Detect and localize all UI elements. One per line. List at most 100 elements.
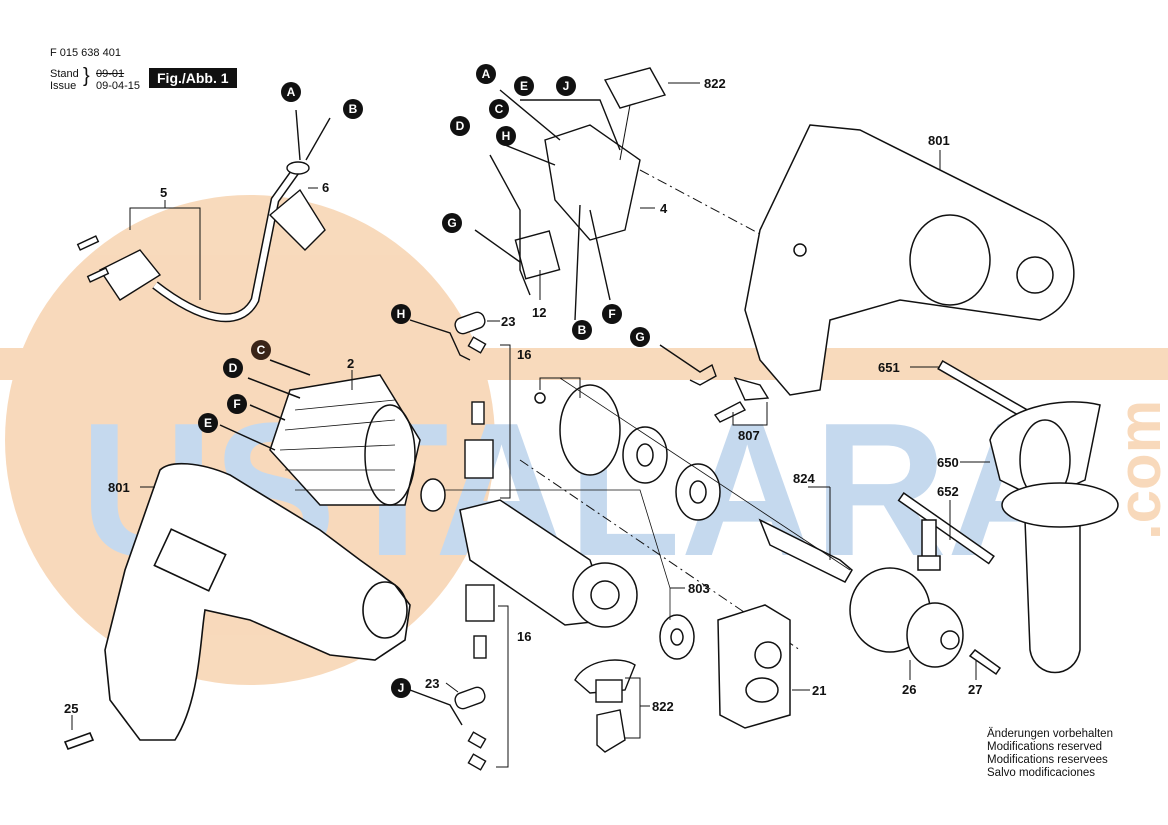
svg-text:C: C	[495, 102, 504, 116]
wires-icon	[474, 89, 621, 321]
wire-marker-B: B	[572, 320, 592, 340]
armature	[420, 478, 695, 660]
wire-marker-F: F	[227, 394, 247, 414]
part-label-651: 651	[878, 360, 900, 375]
wire-marker-A: A	[476, 64, 496, 84]
wire-marker-H: H	[391, 304, 411, 324]
brush-plate-icon	[717, 604, 791, 729]
screw-icon	[63, 731, 95, 751]
screw-icon	[968, 648, 1002, 676]
power-cord-assembly	[76, 109, 331, 323]
wire-marker-F: F	[602, 304, 622, 324]
carbon-brush-icon	[473, 635, 487, 659]
plug-pin	[76, 235, 100, 251]
brush-assembly-bottom	[409, 584, 495, 771]
suppressor-icon	[514, 230, 561, 280]
svg-text:D: D	[456, 119, 465, 133]
bearing-icon	[622, 426, 668, 484]
wire-marker-J: J	[556, 76, 576, 96]
bracket-16-bottom	[496, 605, 509, 768]
svg-text:F: F	[608, 307, 615, 321]
part-label-822-bottom: 822	[652, 699, 674, 714]
brace-icon: }	[83, 65, 90, 87]
part-label-5: 5	[160, 185, 167, 200]
notice-line: Salvo modificaciones	[987, 767, 1096, 779]
part-labels: 5 6 4 12 822 801 23 16 2 807 651 650 824…	[64, 76, 982, 716]
svg-text:C: C	[257, 343, 266, 357]
svg-text:A: A	[482, 67, 491, 81]
stand-label: Stand	[50, 68, 79, 80]
drill-chuck	[849, 567, 1002, 676]
brush-plate	[717, 604, 791, 729]
auxiliary-handle	[937, 360, 1119, 674]
part-label-807: 807	[738, 428, 760, 443]
stand-value: 09-01	[96, 68, 125, 80]
wire-marker-E: E	[198, 413, 218, 433]
bracket-16-top	[500, 344, 511, 499]
switch-assembly	[474, 67, 667, 321]
svg-text:J: J	[563, 79, 570, 93]
bracket-822-bottom	[625, 677, 641, 739]
part-label-16-bottom: 16	[517, 629, 531, 644]
part-label-652: 652	[937, 484, 959, 499]
watermark-band	[0, 348, 1168, 380]
bearing-icon	[420, 478, 446, 512]
carbon-brush-icon	[471, 401, 485, 425]
svg-text:E: E	[204, 416, 212, 430]
gear-icon	[559, 384, 621, 476]
plug-icon	[98, 249, 162, 301]
capacitor-icon	[454, 311, 486, 335]
svg-text:B: B	[578, 323, 587, 337]
part-label-4: 4	[660, 201, 668, 216]
chuck-key-icon	[897, 491, 995, 565]
watermark-suffix: .com	[1106, 400, 1168, 540]
wire-markers: A B A E J C D H G B F H G C D F E J	[198, 64, 650, 698]
switch-lever-icon	[659, 344, 717, 386]
screw-icon	[713, 401, 747, 423]
switch-cover-icon	[603, 67, 667, 109]
wire-marker-H: H	[496, 126, 516, 146]
issue-value: 09-04-15	[96, 80, 141, 92]
part-label-824: 824	[793, 471, 815, 486]
part-label-801-top: 801	[928, 133, 950, 148]
wire-marker-D: D	[450, 116, 470, 136]
wire-marker-J: J	[391, 678, 411, 698]
notice-line: Modifications reserved	[987, 741, 1103, 753]
svg-text:F: F	[233, 397, 240, 411]
fan-icon	[572, 562, 638, 628]
switch-button-set	[574, 659, 636, 753]
modifications-notice: Änderungen vorbehalten Modifications res…	[987, 728, 1113, 780]
wire-marker-C: C	[489, 99, 509, 119]
part-label-16-top: 16	[517, 347, 531, 362]
plug-pin	[86, 267, 110, 283]
part-label-12: 12	[532, 305, 546, 320]
svg-text:D: D	[229, 361, 238, 375]
wire-marker-E: E	[514, 76, 534, 96]
svg-text:G: G	[447, 216, 456, 230]
wire-marker-B: B	[343, 99, 363, 119]
housing-shell-icon	[104, 462, 411, 741]
part-label-822-top: 822	[704, 76, 726, 91]
part-label-23-top: 23	[501, 314, 515, 329]
part-label-803: 803	[688, 581, 710, 596]
lever-assembly	[659, 344, 770, 423]
switch-plate-icon	[596, 709, 626, 753]
figure-badge: Fig./Abb. 1	[149, 68, 237, 88]
svg-text:E: E	[520, 79, 528, 93]
bracket-807	[732, 402, 768, 426]
handle-grip-icon	[1024, 519, 1081, 674]
part-label-27: 27	[968, 682, 982, 697]
part-label-650: 650	[937, 455, 959, 470]
capacitor-icon	[454, 686, 486, 710]
handle-clamp-icon	[989, 401, 1101, 501]
brush-assembly-top	[409, 311, 494, 479]
wire-marker-G: G	[442, 213, 462, 233]
switch-icon	[544, 124, 641, 241]
cord-strain-relief-icon	[268, 188, 326, 251]
part-label-25: 25	[64, 701, 78, 716]
bracket-807-icon	[733, 376, 770, 401]
part-label-21: 21	[812, 683, 826, 698]
housing-right-half	[744, 124, 1075, 396]
part-number: F 015 638 401	[50, 47, 121, 59]
bearing-icon	[675, 463, 721, 521]
